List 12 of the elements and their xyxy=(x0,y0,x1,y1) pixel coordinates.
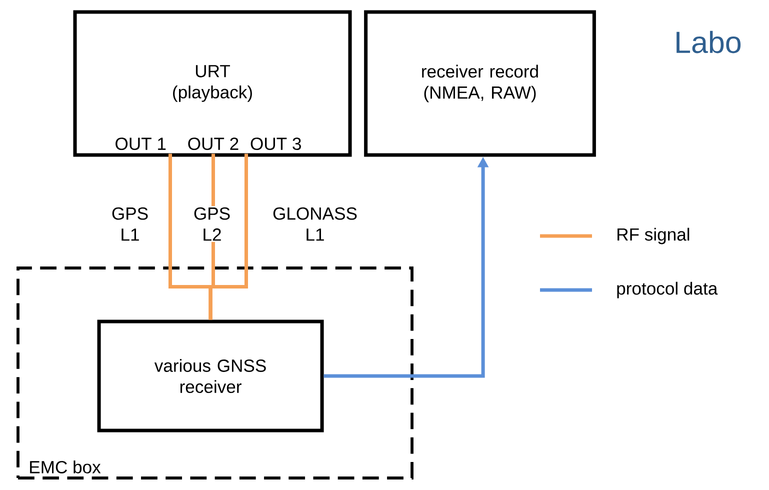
port-label: OUT 3 xyxy=(250,138,301,150)
process-box: receiver record (NMEA, RAW) xyxy=(364,10,596,157)
connector-line xyxy=(208,154,248,320)
title-text: Labo xyxy=(676,30,741,54)
edge-label: GPS L2 xyxy=(189,206,235,242)
legend-label: RF signal xyxy=(618,228,690,244)
port-label: OUT 1 xyxy=(116,138,166,150)
edge-label: GLONASS L1 xyxy=(267,206,363,242)
legend-label: protocol data xyxy=(617,282,718,298)
process-box: various GNSS receiver xyxy=(97,320,324,432)
edge-label: GPS L1 xyxy=(107,206,153,242)
port-label: OUT 2 xyxy=(188,138,238,150)
